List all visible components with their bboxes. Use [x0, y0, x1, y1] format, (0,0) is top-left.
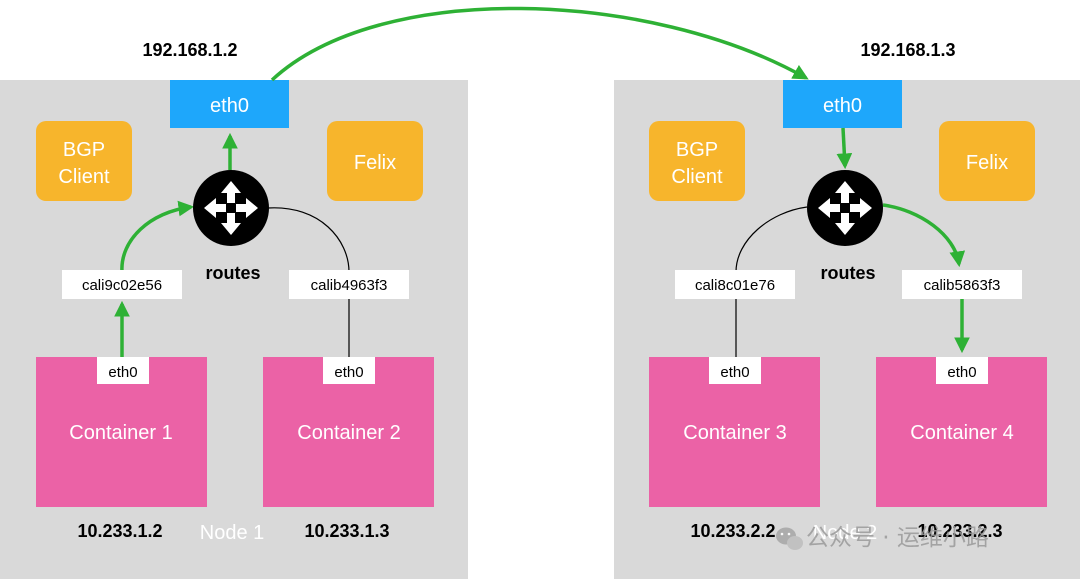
node-2-felix-label: Felix	[966, 152, 1008, 174]
container-4-name: Container 4	[910, 422, 1013, 444]
node-1-veth-left-label: cali9c02e56	[82, 277, 162, 294]
node-1-router-icon	[193, 170, 269, 246]
node-1-bgp-client: BGP Client	[36, 121, 132, 201]
wechat-icon	[776, 527, 803, 550]
container-3-name: Container 3	[683, 422, 786, 444]
container-2-eth0: eth0	[334, 364, 363, 381]
node-1-label: Node 1	[200, 522, 265, 544]
node-2-veth-right-label: calib5863f3	[924, 277, 1001, 294]
container-2-ip: 10.233.1.3	[304, 521, 389, 541]
node-1-bgp-label-2: Client	[58, 166, 110, 188]
watermark: 公众号 · 运维小路	[776, 525, 989, 551]
node-1-felix: Felix	[327, 121, 423, 201]
node-2-path-router-to-veth	[882, 203, 966, 268]
node-1-veth-right-label: calib4963f3	[311, 277, 388, 294]
node-2-eth0: eth0	[783, 80, 902, 128]
node-2-bgp-label-1: BGP	[676, 139, 718, 161]
container-1-eth0: eth0	[108, 364, 137, 381]
node-1-bgp-label-1: BGP	[63, 139, 105, 161]
container-3-ip: 10.233.2.2	[690, 521, 775, 541]
node-1-path-veth-to-router	[120, 200, 195, 273]
node-2-label: Node 2	[813, 522, 878, 544]
node-to-node-path	[270, 6, 809, 82]
container-1: eth0 Container 1 10.233.1.2	[36, 357, 207, 541]
container-2: eth0 Container 2 10.233.1.3	[263, 357, 434, 541]
node-1-felix-label: Felix	[354, 152, 396, 174]
node-2-veth-right: calib5863f3	[902, 270, 1022, 299]
node-1: 192.168.1.2 eth0 BGP Client Felix routes…	[0, 40, 468, 579]
node-1-veth-right: calib4963f3	[289, 270, 409, 299]
container-3: eth0 Container 3 10.233.2.2	[649, 357, 820, 541]
node-2-path-eth0-to-router	[836, 127, 853, 170]
node-2-bgp-client: BGP Client	[649, 121, 745, 201]
container-4-eth0: eth0	[947, 364, 976, 381]
node-1-eth0: eth0	[170, 80, 289, 128]
node-2-routes-label: routes	[820, 263, 875, 283]
node-2-bgp-label-2: Client	[671, 166, 723, 188]
node-1-route-line-right	[267, 207, 350, 273]
container-4-ip: 10.233.2.3	[917, 521, 1002, 541]
container-1-ip: 10.233.1.2	[77, 521, 162, 541]
node-2-felix: Felix	[939, 121, 1035, 201]
watermark-text: 公众号 · 运维小路	[806, 525, 989, 551]
node-2-route-line-left	[735, 206, 808, 273]
node-1-eth0-label: eth0	[210, 95, 249, 117]
node-1-host-ip: 192.168.1.2	[142, 40, 237, 60]
container-2-name: Container 2	[297, 422, 400, 444]
node-1-veth-left: cali9c02e56	[62, 270, 182, 299]
container-1-name: Container 1	[69, 422, 172, 444]
node-2-veth-left-label: cali8c01e76	[695, 277, 775, 294]
container-4: eth0 Container 4 10.233.2.3	[876, 357, 1047, 541]
node-2-veth-left: cali8c01e76	[675, 270, 795, 299]
node-2-router-icon	[807, 170, 883, 246]
node-2-host-ip: 192.168.1.3	[860, 40, 955, 60]
node-2-eth0-label: eth0	[823, 95, 862, 117]
node-1-routes-label: routes	[205, 263, 260, 283]
container-3-eth0: eth0	[720, 364, 749, 381]
node-2: 192.168.1.3 eth0 BGP Client Felix routes…	[614, 40, 1080, 579]
